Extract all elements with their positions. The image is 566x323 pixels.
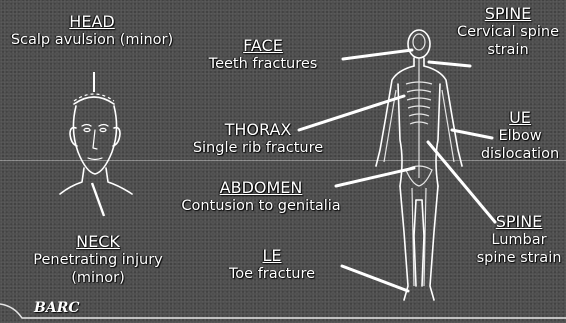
- le-pointer: [342, 266, 408, 291]
- label-ue-heading: UE: [474, 108, 566, 127]
- brand-logo: BARC: [34, 300, 79, 316]
- cervical-pointer: [429, 62, 470, 66]
- label-ue-line1: Elbow: [474, 127, 566, 145]
- label-neck-line2: (minor): [18, 269, 178, 287]
- label-thorax-heading: THORAX: [178, 120, 338, 139]
- label-spine-lumbar-heading: SPINE: [472, 212, 566, 231]
- label-spine-lumbar: SPINE Lumbar spine strain: [472, 212, 566, 267]
- label-thorax: THORAX Single rib fracture: [178, 120, 338, 157]
- label-spine-cervical-line2: strain: [450, 41, 566, 59]
- label-face-heading: FACE: [196, 36, 330, 55]
- label-neck: NECK Penetrating injury (minor): [18, 232, 178, 287]
- label-abdomen: ABDOMEN Contusion to genitalia: [176, 178, 346, 215]
- label-abdomen-text: Contusion to genitalia: [176, 197, 346, 215]
- abdomen-pointer: [336, 168, 414, 186]
- label-neck-heading: NECK: [18, 232, 178, 251]
- label-spine-lumbar-line1: Lumbar: [472, 231, 566, 249]
- label-head-heading: HEAD: [4, 12, 180, 31]
- label-face: FACE Teeth fractures: [196, 36, 330, 73]
- head-illustration: [60, 97, 132, 194]
- label-spine-cervical-heading: SPINE: [450, 4, 566, 23]
- label-le: LE Toe fracture: [212, 246, 332, 283]
- label-thorax-text: Single rib fracture: [178, 139, 338, 157]
- label-neck-line1: Penetrating injury: [18, 251, 178, 269]
- label-ue-line2: dislocation: [474, 145, 566, 163]
- face-pointer: [343, 50, 412, 59]
- label-head: HEAD Scalp avulsion (minor): [4, 12, 180, 49]
- label-spine-lumbar-line2: spine strain: [472, 249, 566, 267]
- label-ue: UE Elbow dislocation: [474, 108, 566, 163]
- label-spine-cervical-line1: Cervical spine: [450, 23, 566, 41]
- label-spine-cervical: SPINE Cervical spine strain: [450, 4, 566, 59]
- label-face-text: Teeth fractures: [196, 55, 330, 73]
- label-le-text: Toe fracture: [212, 265, 332, 283]
- frame-border: [0, 304, 566, 318]
- neck-pointer: [92, 183, 104, 216]
- label-le-heading: LE: [212, 246, 332, 265]
- label-head-text: Scalp avulsion (minor): [4, 31, 180, 49]
- label-abdomen-heading: ABDOMEN: [176, 178, 346, 197]
